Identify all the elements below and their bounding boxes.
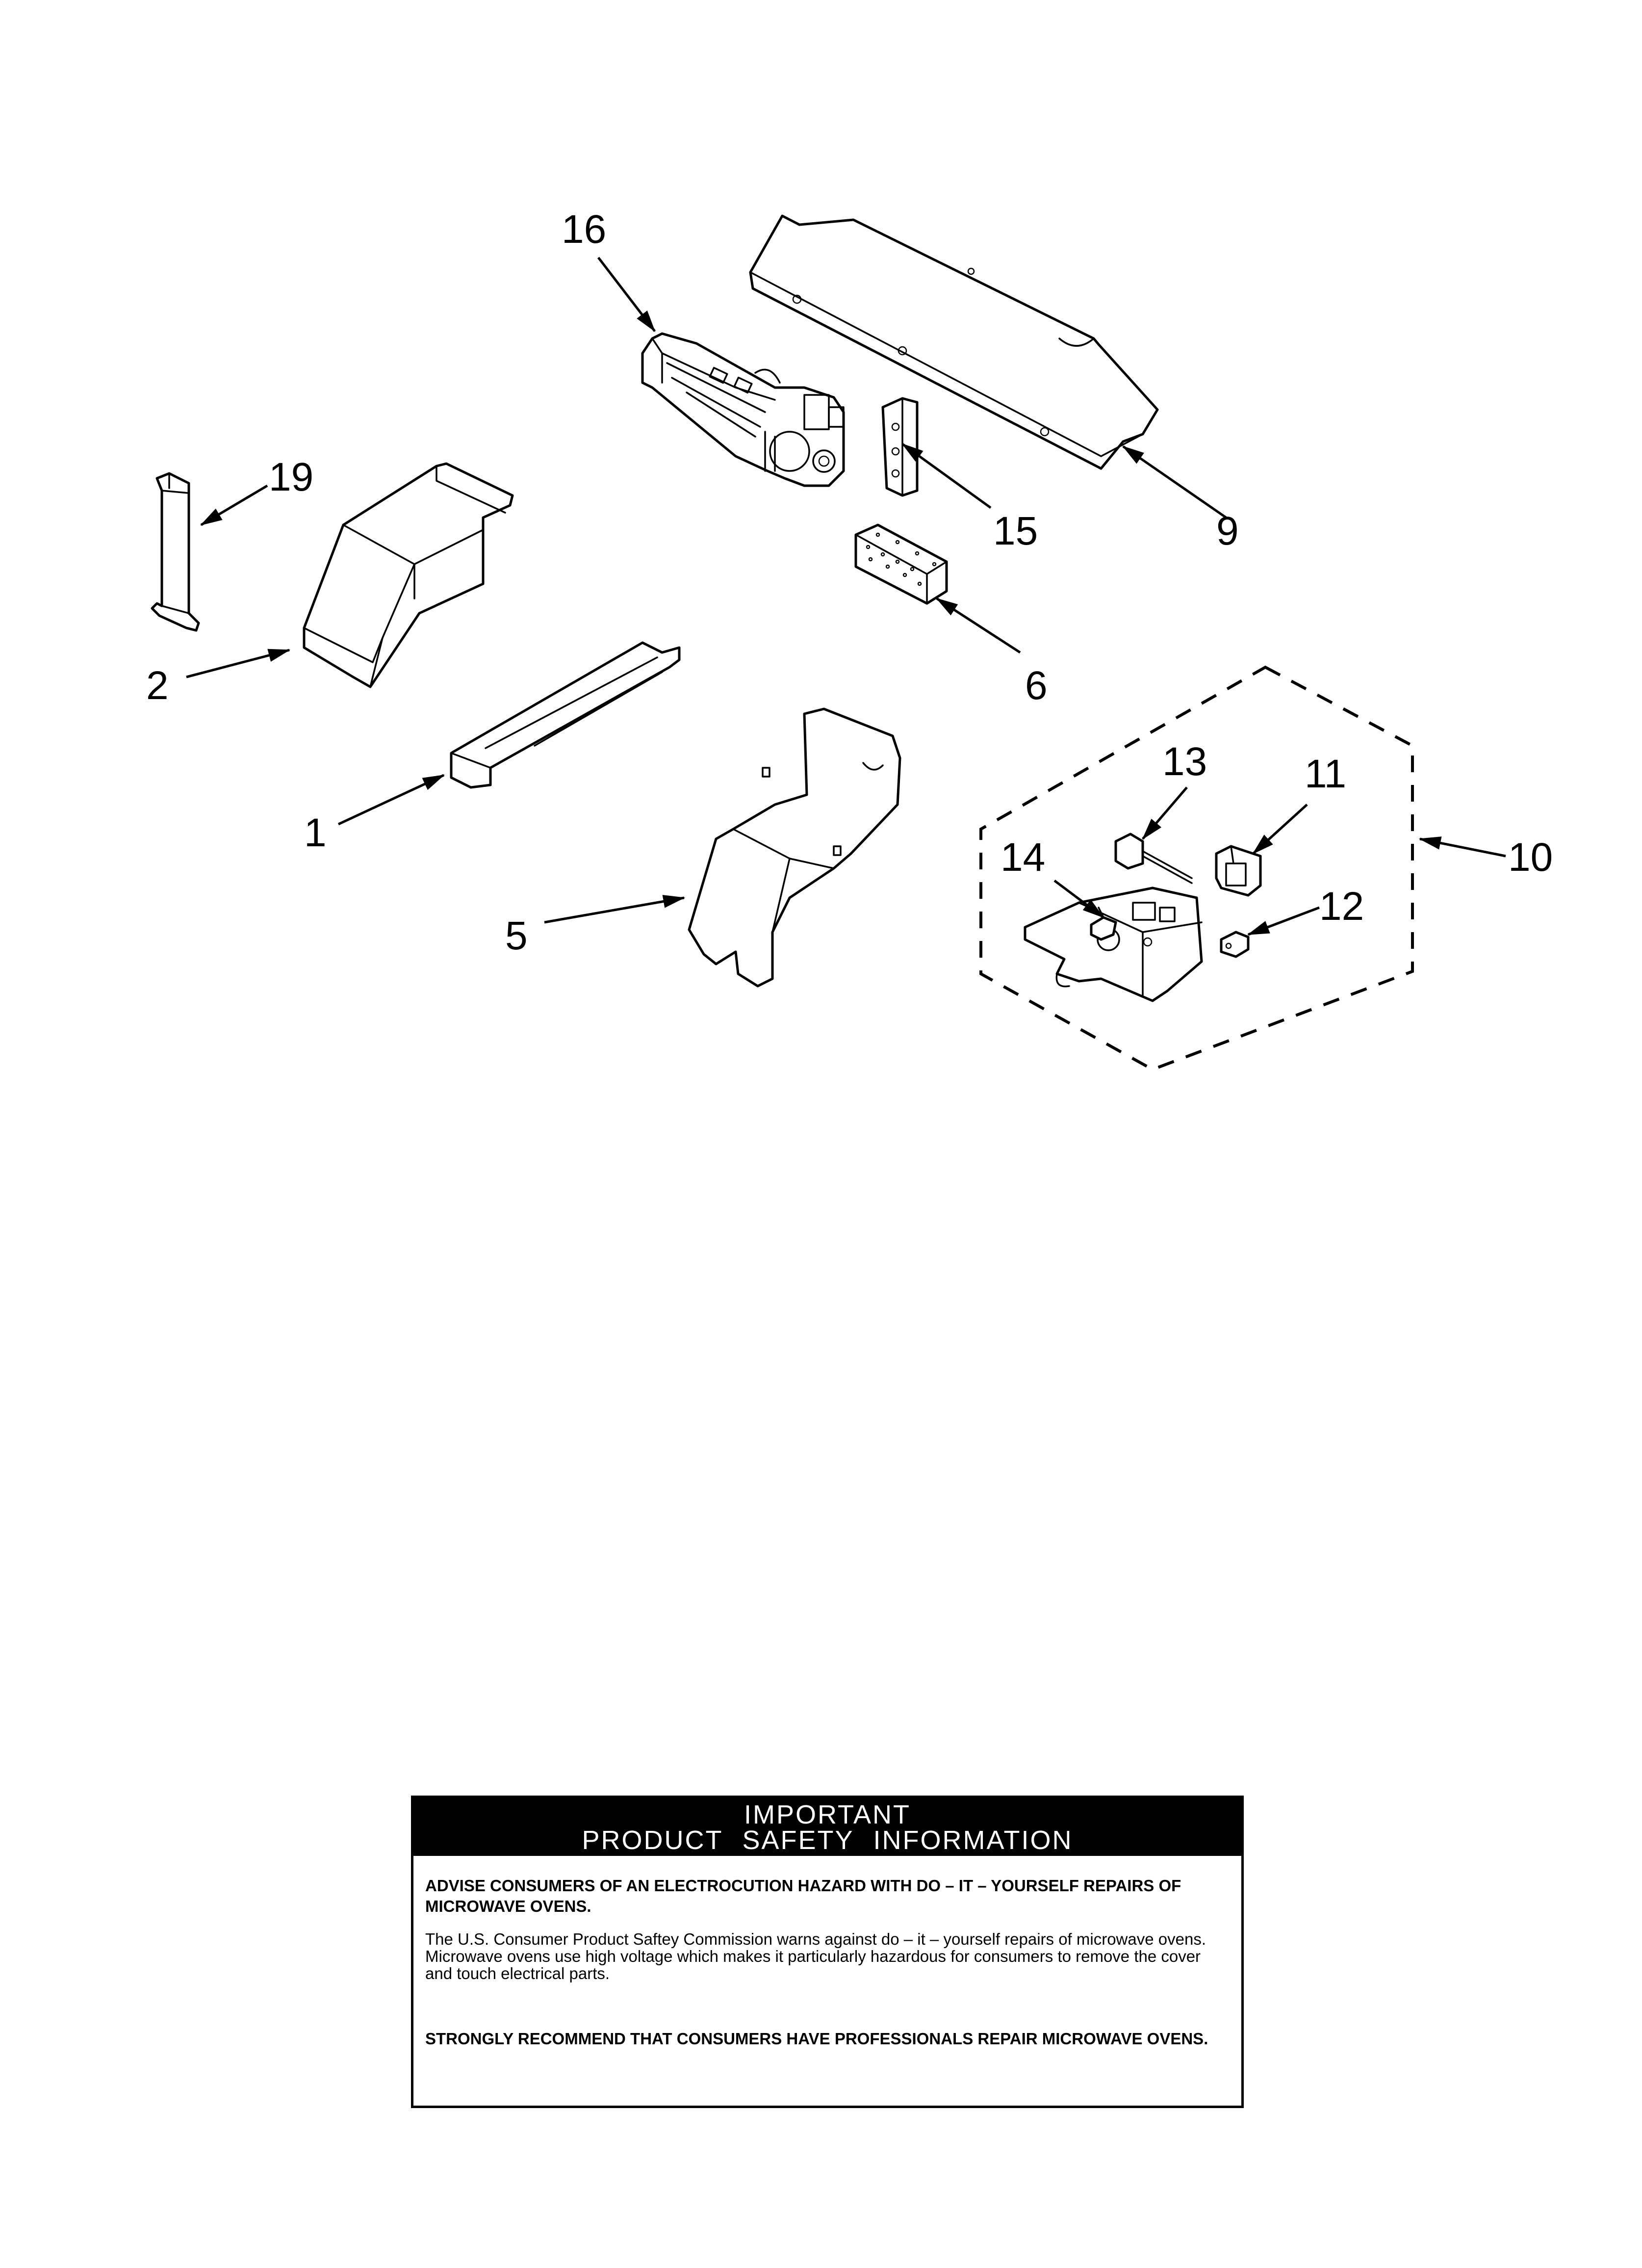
callout-11: 11 <box>1305 752 1346 796</box>
part-15-bracket <box>883 398 917 495</box>
safety-body: The U.S. Consumer Product Saftey Commiss… <box>425 1930 1206 1982</box>
safety-notice-header: IMPORTANT PRODUCT SAFETY INFORMATION <box>413 1798 1241 1856</box>
leader-16 <box>598 258 655 332</box>
callout-1: 1 <box>304 810 327 855</box>
leader-14 <box>1054 881 1104 917</box>
callout-14: 14 <box>1001 835 1045 880</box>
safety-title-line1: IMPORTANT <box>744 1800 911 1829</box>
callout-6: 6 <box>1025 663 1048 708</box>
leader-11 <box>1253 805 1307 854</box>
leader-6 <box>936 599 1020 652</box>
callout-9: 9 <box>1216 509 1239 553</box>
part-12-connector <box>1221 932 1248 957</box>
part-19-tab <box>152 473 199 630</box>
callout-19: 19 <box>269 455 313 499</box>
part-5-shroud <box>689 709 900 986</box>
callout-13: 13 <box>1162 739 1207 784</box>
callout-15: 15 <box>993 509 1038 553</box>
callout-labels: 16 19 2 1 5 15 9 6 10 13 11 12 14 <box>146 207 1553 958</box>
part-6-foam-block <box>856 525 947 603</box>
part-16-damper-assembly <box>642 334 844 486</box>
leader-12 <box>1247 908 1319 935</box>
callout-10: 10 <box>1508 835 1553 880</box>
leader-9 <box>1122 446 1226 518</box>
part-10-assembly-outline <box>981 667 1412 1069</box>
callout-12: 12 <box>1319 884 1364 929</box>
callout-16: 16 <box>562 207 606 252</box>
part-9-trough <box>750 216 1157 469</box>
safety-warning: ADVISE CONSUMERS OF AN ELECTROCUTION HAZ… <box>425 1877 1181 1915</box>
safety-title-line2: PRODUCT SAFETY INFORMATION <box>582 1825 1073 1855</box>
safety-recommendation: STRONGLY RECOMMEND THAT CONSUMERS HAVE P… <box>425 2030 1208 2048</box>
part-10-bracket <box>1025 888 1202 1001</box>
part-13-switch <box>1116 834 1192 883</box>
safety-notice-box: IMPORTANT PRODUCT SAFETY INFORMATION ADV… <box>411 1796 1244 2108</box>
leader-10 <box>1418 836 1506 856</box>
leader-1 <box>338 775 445 824</box>
part-11-switch <box>1216 846 1260 895</box>
leader-19 <box>200 486 267 525</box>
leader-2 <box>186 650 291 677</box>
leader-lines <box>186 258 1506 935</box>
callout-5: 5 <box>505 913 528 958</box>
parts-diagram: 16 19 2 1 5 15 9 6 10 13 11 12 14 <box>146 207 1553 1766</box>
part-1-channel <box>451 643 679 787</box>
leader-15 <box>901 444 991 508</box>
part-2-duct <box>304 464 513 687</box>
leader-5 <box>544 895 686 922</box>
callout-2: 2 <box>146 663 169 708</box>
leader-13 <box>1143 787 1187 840</box>
